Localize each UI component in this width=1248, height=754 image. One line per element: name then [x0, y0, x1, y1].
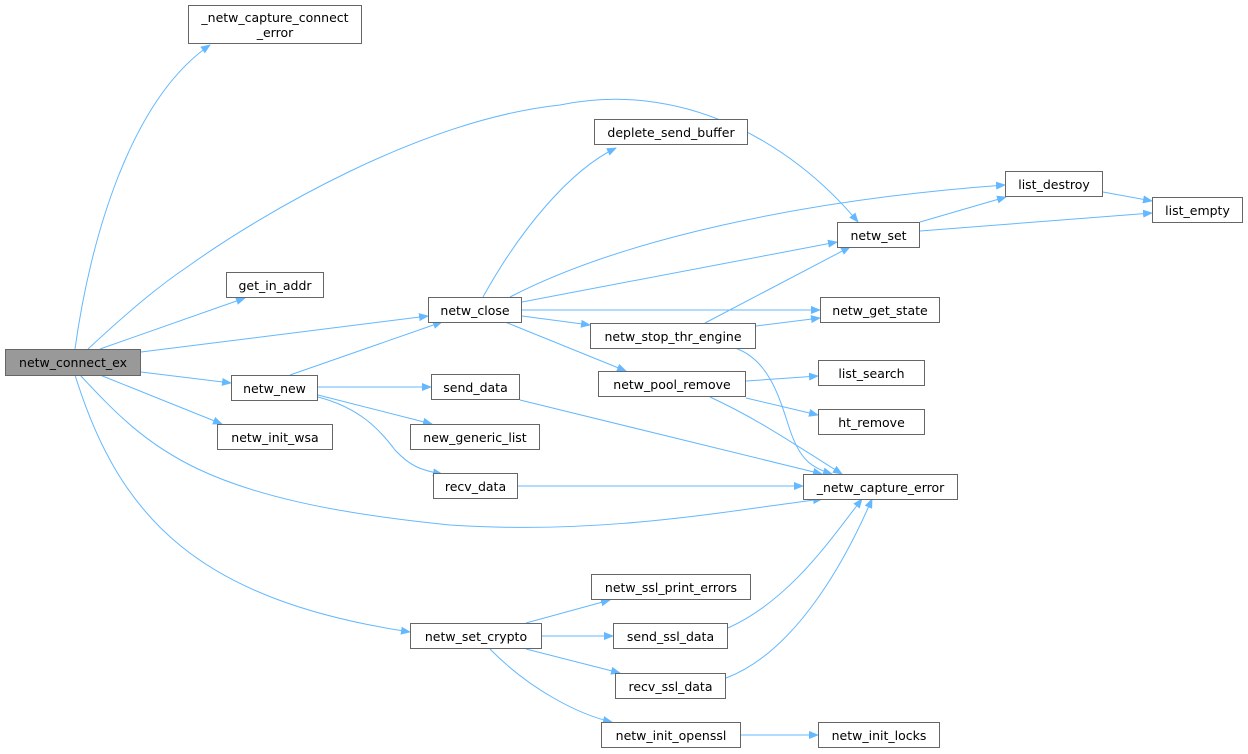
node-netw-close[interactable]: netw_close	[428, 297, 522, 323]
edge-crypto-to-recv-ssl-data	[525, 648, 621, 675]
edge-send-data-to-capture-error	[519, 399, 823, 476]
node-recv-data[interactable]: recv_data	[433, 473, 518, 499]
node-netw-stop-thr-engine[interactable]: netw_stop_thr_engine	[590, 323, 756, 349]
edge-set-to-list-empty	[919, 209, 1153, 232]
node-netw-set[interactable]: netw_set	[837, 222, 920, 248]
node-deplete-send-buffer[interactable]: deplete_send_buffer	[594, 119, 748, 145]
edge-crypto-to-init-openssl	[489, 648, 613, 724]
edge-stop-thr-to-get-state	[755, 315, 821, 327]
edge-new-to-close	[289, 321, 443, 376]
edge-close-to-stop-thr	[521, 315, 591, 328]
edge-new-to-new-generic-list	[317, 394, 433, 426]
edge-send-ssl-to-capture-error	[727, 498, 863, 629]
edge-pool-remove-to-list-search	[745, 372, 819, 382]
edge-close-to-list-destroy	[509, 181, 1006, 298]
node-netw-init-wsa[interactable]: netw_init_wsa	[217, 424, 333, 450]
node-label-line2: _error	[256, 24, 294, 40]
node-new-generic-list[interactable]: new_generic_list	[410, 424, 540, 450]
node-netw-connect-ex: netw_connect_ex	[5, 349, 141, 376]
edge-connect-to-netw-init-wsa	[99, 374, 223, 425]
node-get-in-addr[interactable]: get_in_addr	[226, 272, 324, 298]
node-netw-set-crypto[interactable]: netw_set_crypto	[410, 623, 542, 649]
edge-connect-to-set-crypto	[74, 374, 411, 635]
edge-pool-remove-to-ht-remove	[745, 397, 819, 417]
edge-connect-to-netw-new	[140, 371, 232, 386]
edge-set-to-list-destroy	[919, 195, 1007, 223]
edge-connect-to-capture-error	[79, 374, 823, 528]
edge-crypto-to-ssl-print-errors	[525, 598, 611, 624]
node-list-destroy[interactable]: list_destroy	[1005, 171, 1103, 197]
node-list-empty[interactable]: list_empty	[1152, 197, 1243, 223]
node-netw-init-locks[interactable]: netw_init_locks	[818, 722, 940, 748]
edge-recv-ssl-to-capture-error	[725, 498, 873, 679]
node-ht-remove[interactable]: ht_remove	[818, 409, 925, 435]
edge-stop-thr-to-capture-error	[734, 347, 833, 476]
node-send-ssl-data[interactable]: send_ssl_data	[613, 623, 728, 649]
node-netw-ssl-print-errors[interactable]: netw_ssl_print_errors	[591, 574, 751, 600]
node-netw-capture-error[interactable]: _netw_capture_error	[803, 474, 958, 500]
edge-close-to-pool-remove	[504, 321, 627, 372]
edge-new-to-recv-data	[317, 396, 443, 477]
node-send-data[interactable]: send_data	[431, 374, 520, 400]
edge-connect-to-get-in-addr	[99, 297, 246, 350]
edge-connect-to-capture-connect-error	[74, 44, 211, 350]
node-netw-get-state[interactable]: netw_get_state	[820, 297, 940, 323]
node-netw-new[interactable]: netw_new	[231, 375, 318, 401]
edge-list-destroy-to-list-empty	[1102, 191, 1153, 204]
node-recv-ssl-data[interactable]: recv_ssl_data	[615, 673, 726, 699]
edge-close-to-deplete	[482, 147, 617, 298]
edge-pool-remove-to-capture-error	[709, 396, 843, 475]
node-netw-init-openssl[interactable]: netw_init_openssl	[601, 722, 741, 748]
node-label-line1: _netw_capture_connect	[201, 9, 349, 25]
edge-connect-to-netw-close	[140, 313, 429, 353]
edge-stop-thr-to-netw-set	[704, 246, 851, 324]
node-netw-capture-connect-error[interactable]: _netw_capture_connect _error	[188, 5, 362, 44]
edge-close-to-netw-set	[521, 239, 838, 303]
node-list-search[interactable]: list_search	[818, 360, 925, 386]
node-netw-pool-remove[interactable]: netw_pool_remove	[598, 371, 746, 397]
